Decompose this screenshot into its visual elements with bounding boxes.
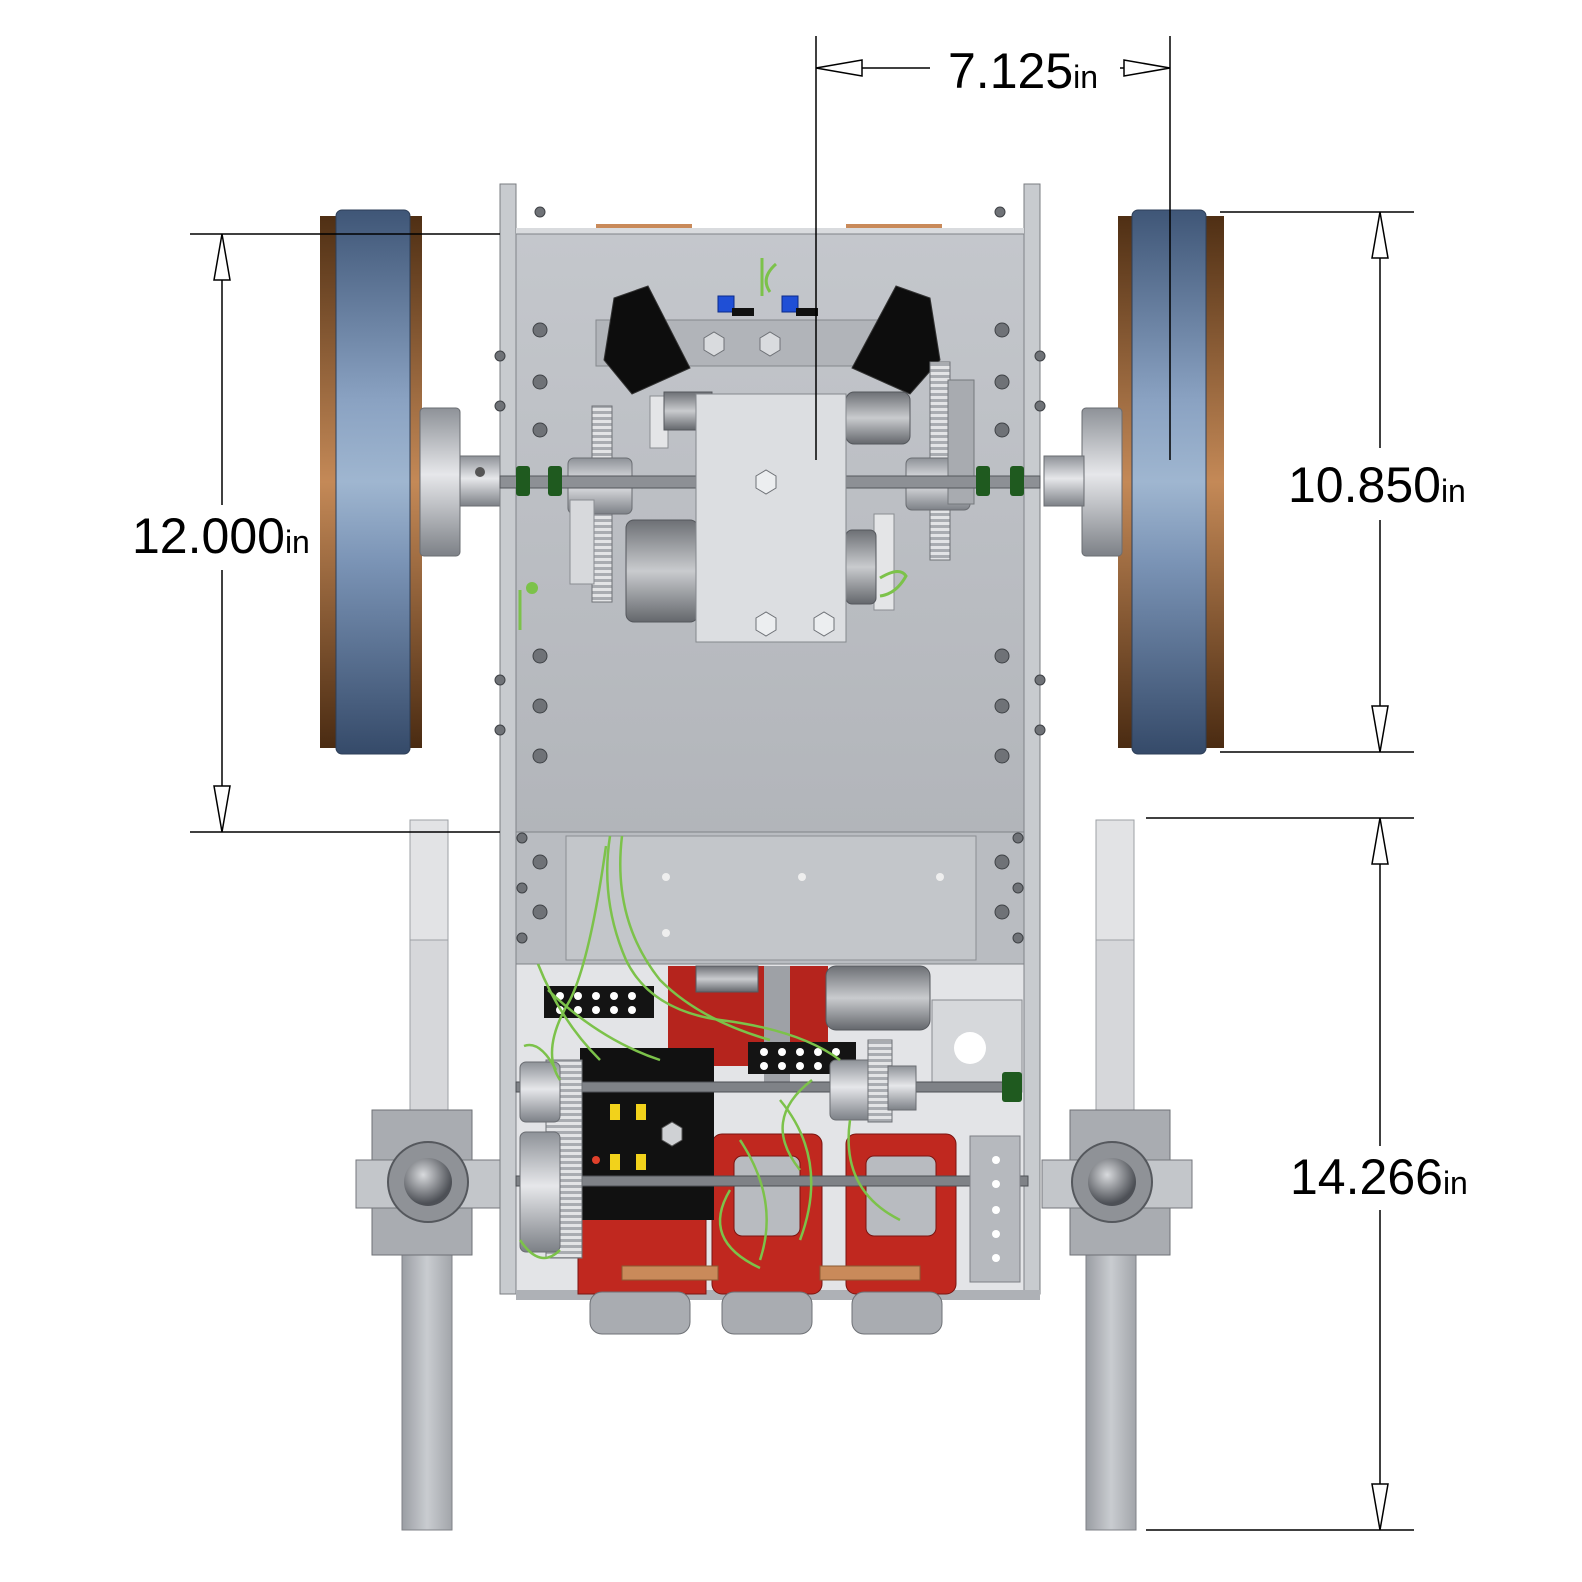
left-side-rail [499, 183, 517, 1295]
dimension-left-height: 12.000in [132, 508, 310, 564]
right-wheel [1043, 209, 1224, 755]
dimension-lines [190, 36, 1414, 1531]
right-leg [1041, 819, 1193, 1531]
rear-axle-lower [515, 1175, 1029, 1187]
foot-right [851, 1291, 943, 1335]
lower-left-motor [625, 519, 699, 623]
lower-mechanism [515, 835, 1029, 1335]
right-sensor [851, 285, 941, 395]
upper-right-motor [845, 391, 911, 445]
dimension-right-leg-height: 14.266in [1290, 1149, 1468, 1205]
foot-middle [721, 1291, 813, 1335]
electronics-board [580, 1048, 714, 1220]
lower-right-motor [845, 529, 877, 605]
right-wheel-tread [1131, 209, 1207, 755]
left-sensor [603, 285, 691, 395]
dimension-top-width: 7.125in [948, 43, 1098, 99]
rail-bolts [494, 206, 1046, 944]
rear-axle-upper [515, 1081, 1017, 1093]
center-gearbox-block [695, 393, 847, 643]
left-switch [717, 295, 735, 313]
left-leg [355, 819, 507, 1531]
upper-mechanism [499, 258, 1041, 643]
left-wheel-hub [419, 407, 461, 557]
dimension-right-wheel-height: 10.850in [1288, 457, 1466, 513]
right-side-rail [1023, 183, 1041, 1295]
left-wheel [320, 209, 501, 755]
right-wheel-hub [1081, 407, 1123, 557]
lower-bay-motor [825, 965, 931, 1031]
foot-left [589, 1291, 691, 1335]
right-switch [781, 295, 799, 313]
green-wires [518, 835, 901, 1270]
left-wheel-tread [335, 209, 411, 755]
